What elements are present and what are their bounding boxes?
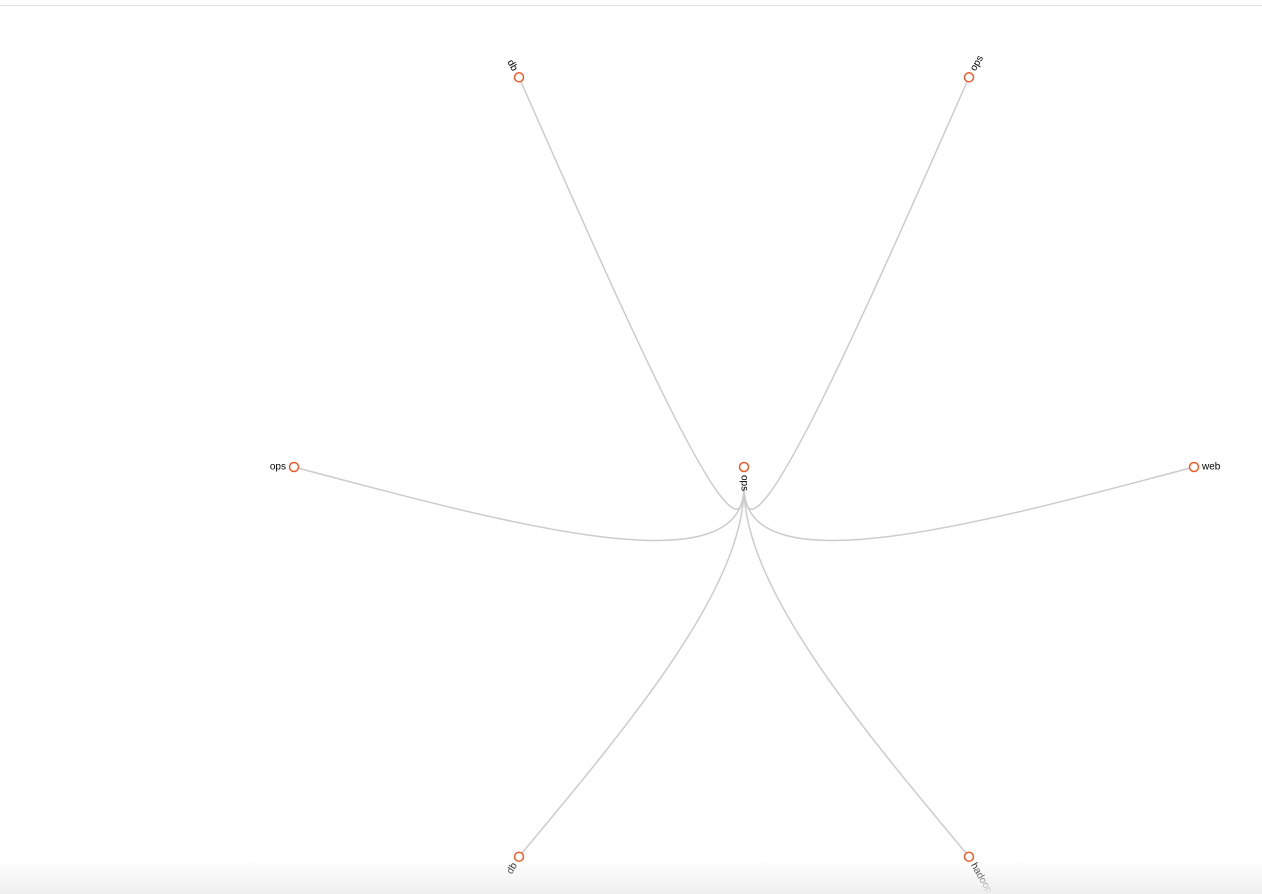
leaf-node[interactable]: web [1188,461,1221,473]
node-label: web [1201,462,1221,473]
root-node[interactable]: ops [738,461,750,492]
leaf-node[interactable]: ops [270,461,300,473]
nodes-layer: opsdbopswebhadoopdbops [270,54,1221,894]
node-circle[interactable] [738,461,750,473]
node-label: db [505,58,520,74]
leaf-node[interactable]: db [505,58,525,83]
node-label: ops [270,462,286,473]
leaf-node[interactable]: ops [963,54,986,83]
tree-link [293,466,745,542]
tree-link [743,486,970,858]
tree-link [518,486,745,858]
node-circle[interactable] [963,72,975,83]
node-label: ops [738,475,749,491]
node-circle[interactable] [288,461,300,473]
node-circle[interactable] [513,72,525,83]
bottom-scroll-shadow [0,860,1262,894]
tree-link [518,76,745,510]
node-label: ops [968,54,986,73]
tree-link [743,466,1195,542]
tree-link [743,76,970,510]
node-circle[interactable] [1188,461,1200,473]
links-layer [293,76,1195,858]
top-border [0,0,1262,6]
